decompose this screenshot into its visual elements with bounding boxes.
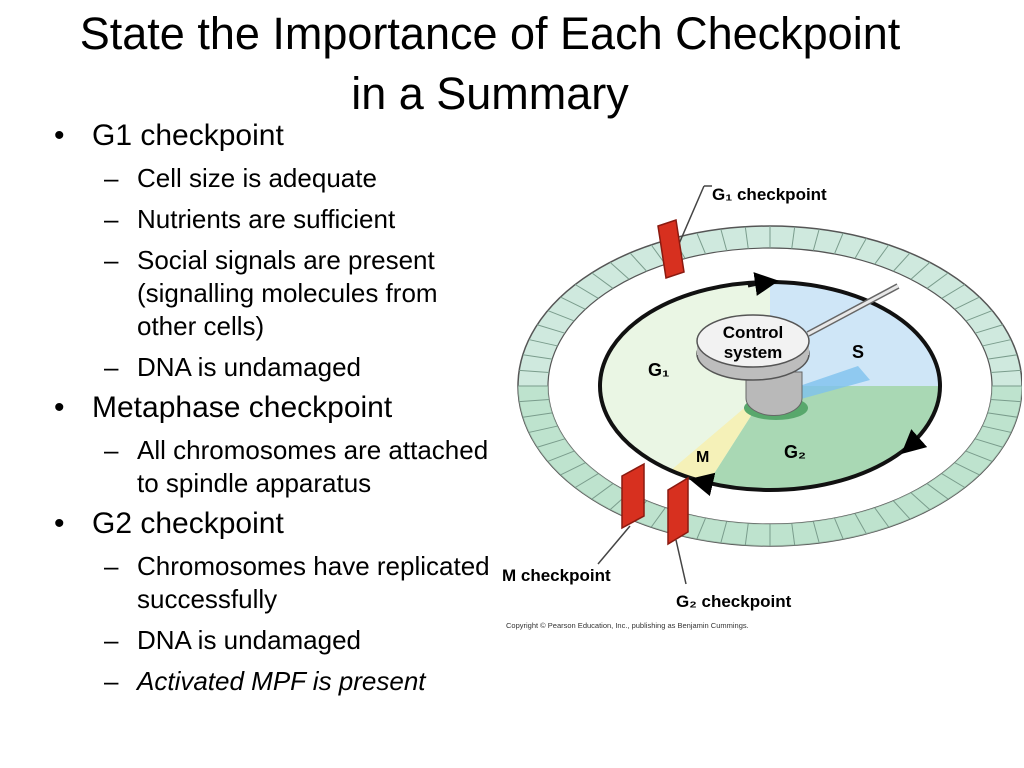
- ring-tick: [720, 521, 728, 544]
- ring-tick: [609, 261, 630, 280]
- ring-tick: [987, 354, 1018, 360]
- ring-tick: [629, 252, 648, 272]
- ring-tick: [547, 450, 575, 462]
- bullet-metaphase-checkpoint: Metaphase checkpoint: [40, 390, 500, 426]
- ring-tick: [892, 252, 911, 272]
- ring-tick: [591, 483, 614, 500]
- ring-tick: [982, 425, 1012, 433]
- ring-tick: [833, 517, 844, 540]
- g2-checkpoint-gate: [667, 476, 689, 585]
- bullet-g1-checkpoint: G1 checkpoint: [40, 118, 500, 154]
- ring-tick: [519, 369, 550, 373]
- ring-tick: [941, 284, 966, 299]
- ring-tick: [591, 272, 614, 289]
- ring-tick: [874, 507, 890, 528]
- ring-tick: [990, 369, 1021, 373]
- ring-tick: [791, 226, 796, 249]
- sub-bullet: –Cell size is adequate: [104, 163, 377, 193]
- m-checkpoint-label: M checkpoint: [502, 566, 611, 585]
- ring-tick: [833, 232, 844, 255]
- ring-tick: [954, 296, 980, 310]
- sub-bullet-text: Activated MPF is present: [137, 666, 426, 696]
- sub-bullet-text: Chromosomes have replicated successfully: [137, 551, 490, 614]
- system-label: system: [724, 343, 783, 362]
- m-checkpoint-gate: [597, 462, 645, 565]
- slide-title: State the Importance of Each Checkpoint …: [0, 4, 980, 124]
- bullet-g2-checkpoint: G2 checkpoint: [40, 506, 500, 542]
- ring-tick: [547, 310, 575, 322]
- ring-tick: [720, 228, 728, 251]
- ring-tick: [854, 513, 867, 535]
- sub-bullet: –Activated MPF is present: [104, 666, 426, 696]
- ring-tick: [941, 473, 966, 488]
- sub-bullet-text: Social signals are present (signalling m…: [137, 245, 438, 341]
- ring-tick: [537, 324, 566, 334]
- ring-tick: [696, 232, 707, 255]
- ring-tick: [987, 412, 1018, 418]
- ring-tick: [926, 272, 949, 289]
- sub-bullet-text: DNA is undamaged: [137, 625, 362, 655]
- ring-tick: [560, 296, 586, 310]
- title-line-1: State the Importance of Each Checkpoint: [79, 8, 901, 59]
- sub-bullet: –Chromosomes have replicated successfull…: [104, 551, 490, 614]
- sub-bullet-text: All chromosomes are attached to spindle …: [137, 435, 489, 498]
- sub-bullet-text: Nutrients are sufficient: [137, 204, 396, 234]
- sub-bullet: –All chromosomes are attached to spindle…: [104, 435, 489, 498]
- ring-tick: [926, 483, 949, 500]
- g2-checkpoint-label: G₂ checkpoint: [676, 592, 792, 611]
- control-label: Control: [723, 323, 783, 342]
- ring-tick: [954, 462, 980, 476]
- ring-tick: [560, 462, 586, 476]
- ring-tick: [812, 521, 820, 544]
- ring-tick: [982, 339, 1012, 347]
- sub-bullet: –Social signals are present (signalling …: [104, 245, 438, 341]
- ring-tick: [574, 473, 599, 488]
- ring-tick: [910, 492, 931, 511]
- ring-tick: [650, 507, 666, 528]
- ring-tick: [812, 228, 820, 251]
- sub-bullet: –DNA is undamaged: [104, 352, 362, 382]
- ring-tick: [965, 310, 993, 322]
- phase-m-label: M: [696, 449, 709, 466]
- ring-tick: [990, 399, 1021, 403]
- ring-tick: [528, 339, 558, 347]
- ring-tick: [696, 517, 707, 540]
- g1-checkpoint-gate: [657, 185, 712, 279]
- phase-g2-label: G₂: [784, 442, 806, 462]
- ring-tick: [744, 523, 749, 546]
- sub-bullet: –Nutrients are sufficient: [104, 204, 396, 234]
- ring-tick: [874, 244, 890, 265]
- ring-tick: [910, 261, 931, 280]
- ring-tick: [854, 237, 867, 259]
- phase-s-label: S: [852, 342, 864, 362]
- ring-tick: [892, 500, 911, 520]
- ring-tick: [965, 450, 993, 462]
- ring-tick: [537, 438, 566, 448]
- ring-tick: [974, 324, 1003, 334]
- control-system: Control system: [696, 283, 900, 420]
- g1-checkpoint-label: G₁ checkpoint: [712, 185, 827, 204]
- sub-bullet: –DNA is undamaged: [104, 625, 362, 655]
- title-line-2: in a Summary: [351, 68, 629, 119]
- ring-tick: [519, 399, 550, 403]
- ring-tick: [791, 523, 796, 546]
- ring-tick: [522, 412, 553, 418]
- cell-cycle-diagram: Control system G₁ S G₂ M G₁ checkpoint M…: [502, 185, 1022, 630]
- ring-tick: [522, 354, 553, 360]
- bullet-list: G1 checkpoint –Cell size is adequate –Nu…: [40, 112, 500, 698]
- ring-tick: [528, 425, 558, 433]
- ring-tick: [574, 284, 599, 299]
- sub-bullet-text: Cell size is adequate: [137, 163, 377, 193]
- ring-tick: [974, 438, 1003, 448]
- ring-tick: [744, 226, 749, 249]
- phase-g1-label: G₁: [648, 360, 669, 380]
- copyright-text: Copyright © Pearson Education, Inc., pub…: [506, 621, 749, 630]
- sub-bullet-text: DNA is undamaged: [137, 352, 362, 382]
